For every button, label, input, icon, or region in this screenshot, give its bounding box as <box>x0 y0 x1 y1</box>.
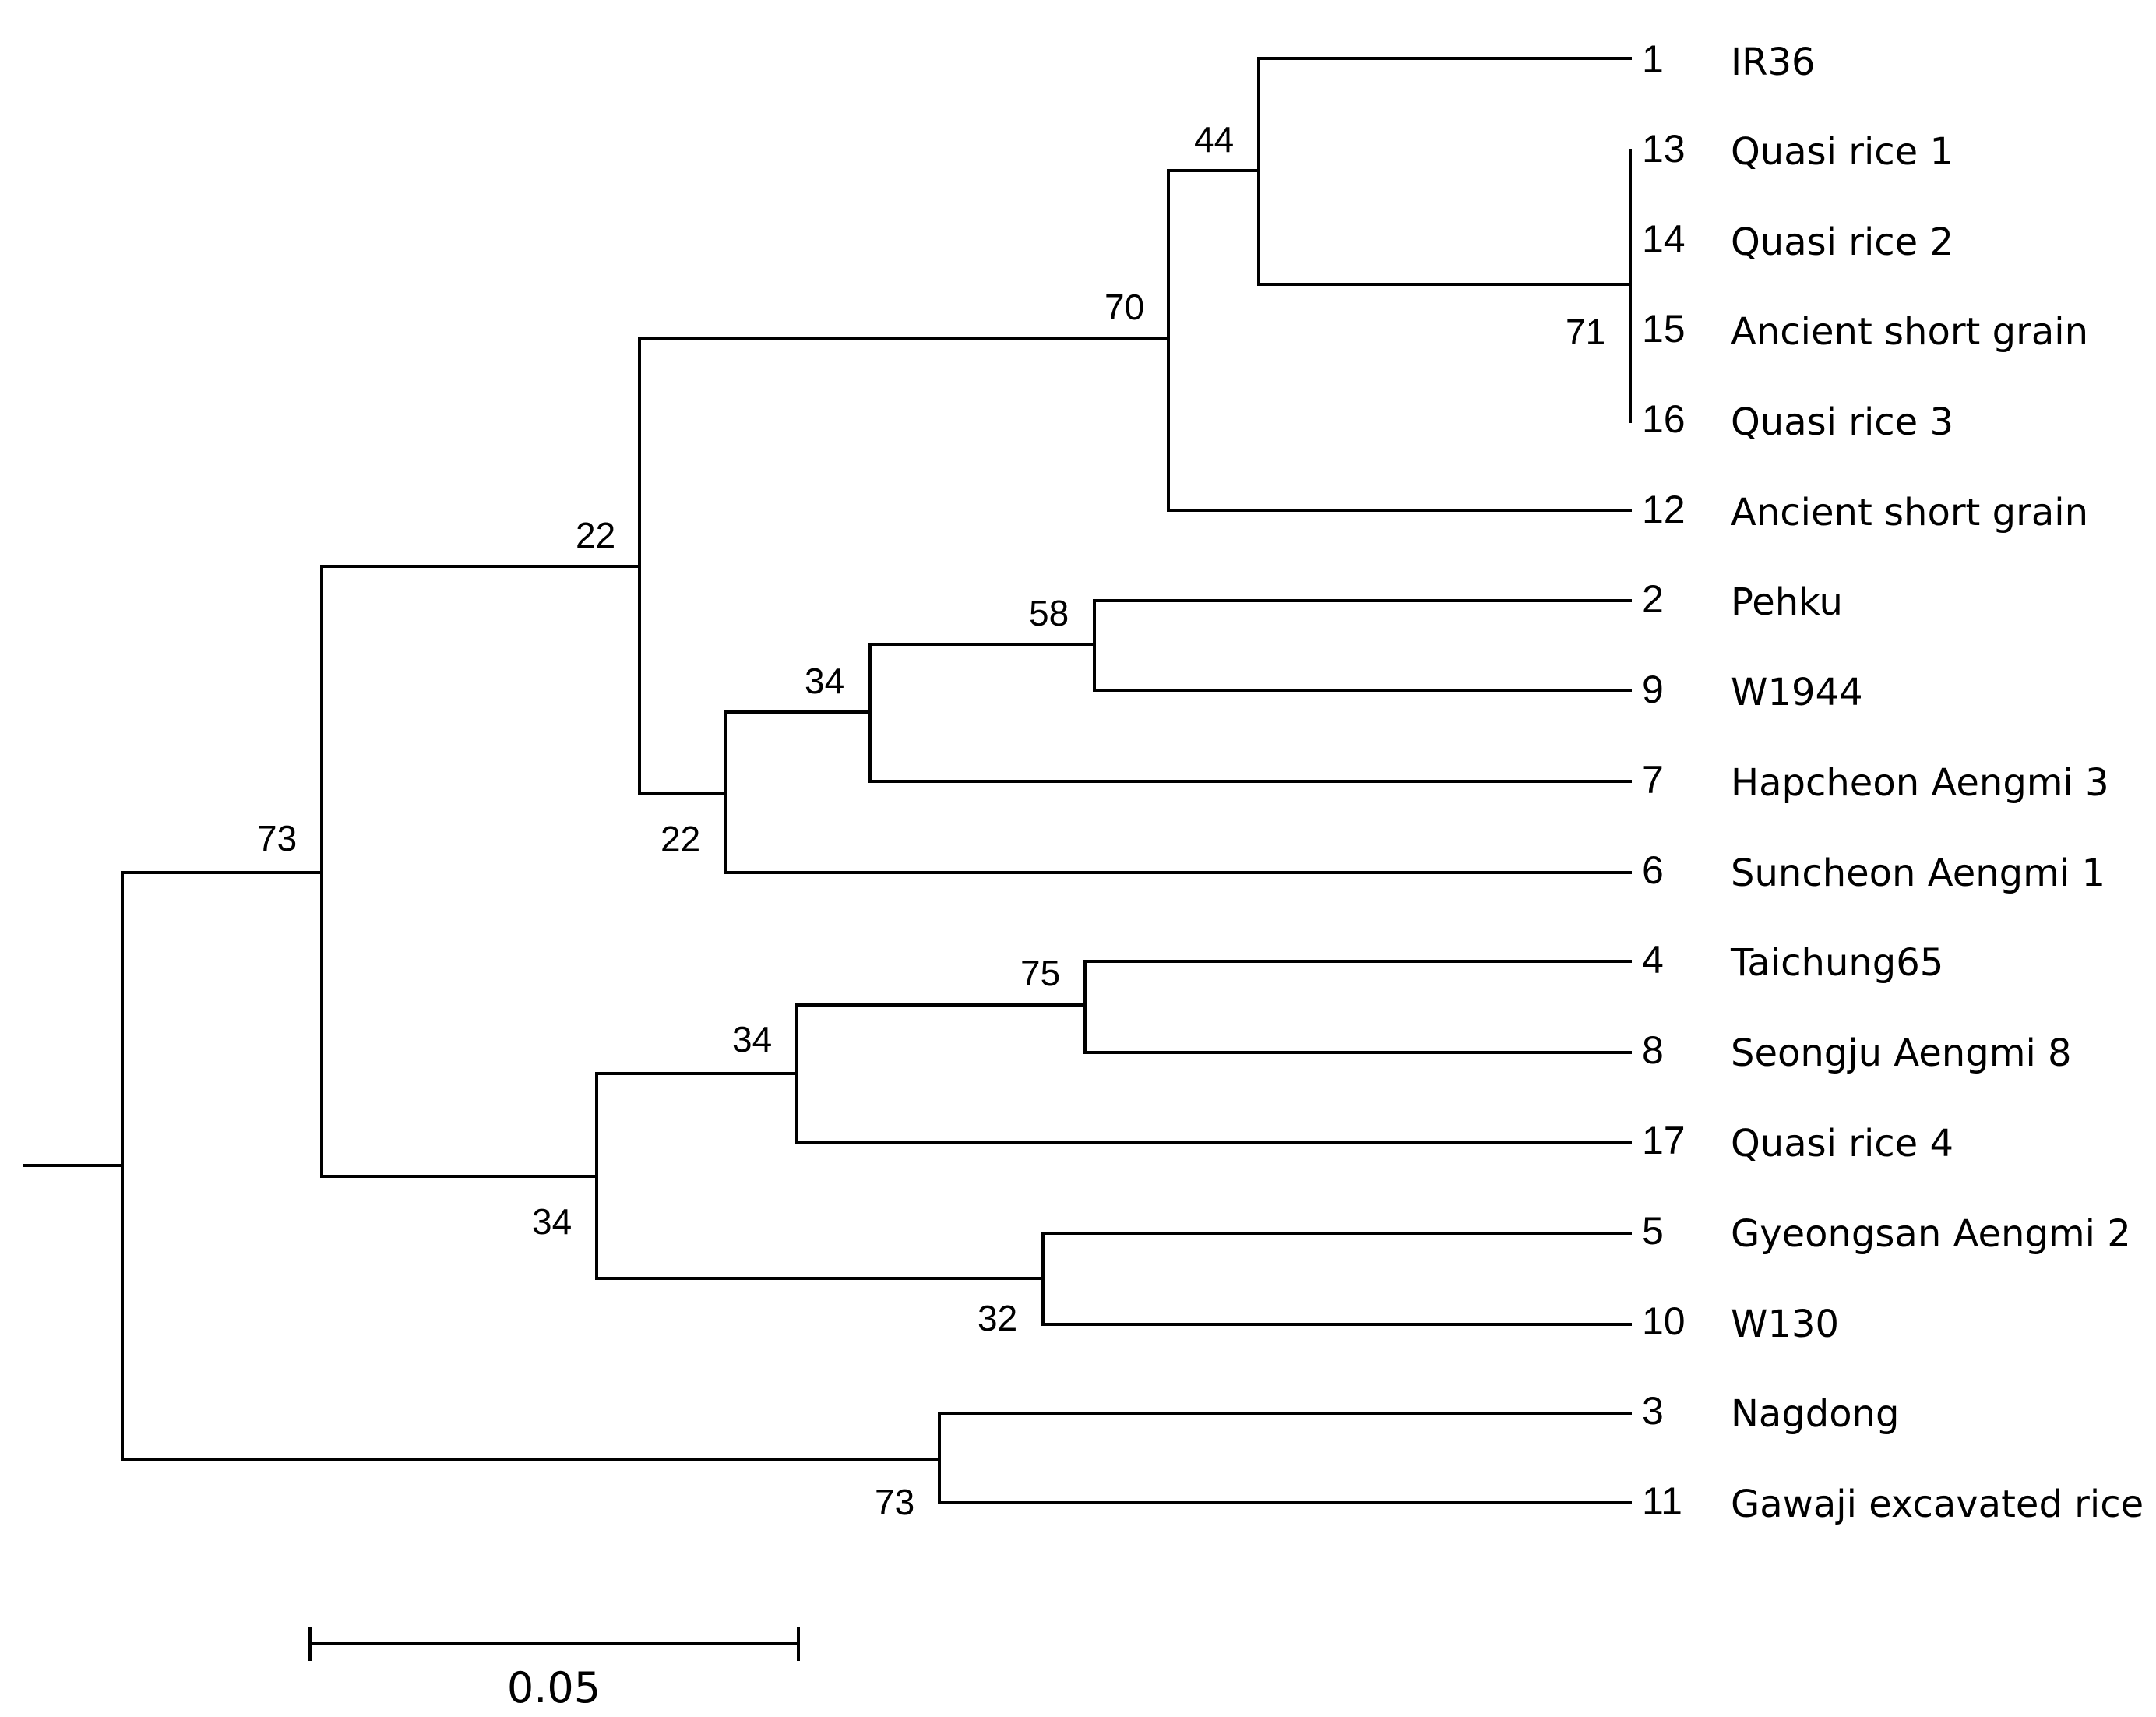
bootstrap-label: 22 <box>576 515 615 555</box>
bootstrap-label: 32 <box>978 1298 1017 1338</box>
bootstrap-label: 34 <box>805 661 844 701</box>
leaf-name: Quasi rice 1 <box>1731 130 1953 174</box>
leaf-number: 1 <box>1642 37 1664 81</box>
leaf-names: IR36 Quasi rice 1 Quasi rice 2 Ancient s… <box>1730 41 2144 1526</box>
bootstrap-label: 34 <box>732 1019 772 1059</box>
leaf-number: 9 <box>1642 668 1664 711</box>
leaf-number: 3 <box>1642 1389 1664 1433</box>
bootstrap-label: 73 <box>875 1482 914 1522</box>
leaf-name: Quasi rice 4 <box>1731 1122 1953 1165</box>
leaf-name: Hapcheon Aengmi 3 <box>1731 761 2109 805</box>
bootstrap-label: 75 <box>1020 953 1060 993</box>
leaf-numbers: 1 13 14 15 16 12 2 9 7 6 4 8 17 5 10 3 1… <box>1642 37 1686 1523</box>
leaf-name: Ancient short grain <box>1731 491 2088 534</box>
leaf-number: 11 <box>1642 1479 1682 1523</box>
scale-bar: 0.05 <box>308 1627 800 1712</box>
leaf-number: 5 <box>1642 1209 1664 1253</box>
leaf-name: Suncheon Aengmi 1 <box>1731 851 2105 895</box>
leaf-number: 4 <box>1642 938 1664 982</box>
leaf-name: Quasi rice 2 <box>1731 220 1953 264</box>
bootstrap-label: 70 <box>1104 287 1144 327</box>
leaf-number: 17 <box>1642 1119 1686 1162</box>
leaf-name: Seongju Aengmi 8 <box>1731 1031 2072 1075</box>
leaf-name: Gawaji excavated rice <box>1731 1483 2144 1526</box>
leaf-name: IR36 <box>1731 41 1816 84</box>
leaf-name: Quasi rice 3 <box>1731 400 1953 444</box>
leaf-number: 6 <box>1642 848 1664 892</box>
bootstrap-label: 58 <box>1029 593 1069 633</box>
leaf-name: Gyeongsan Aengmi 2 <box>1731 1212 2131 1256</box>
bootstrap-values: 44 71 70 22 58 34 22 75 34 34 32 73 73 <box>257 119 1605 1522</box>
bootstrap-label: 73 <box>257 818 297 858</box>
leaf-number: 15 <box>1642 307 1686 351</box>
leaf-number: 10 <box>1642 1299 1686 1343</box>
bootstrap-label: 34 <box>532 1201 572 1242</box>
leaf-name: Pehku <box>1731 580 1843 624</box>
bootstrap-label: 71 <box>1566 312 1605 352</box>
leaf-number: 16 <box>1642 397 1686 441</box>
leaf-name: Nagdong <box>1731 1392 1900 1436</box>
leaf-number: 14 <box>1642 217 1686 261</box>
leaf-name: Ancient short grain <box>1731 310 2088 354</box>
leaf-number: 2 <box>1642 577 1664 621</box>
leaf-number: 8 <box>1642 1028 1664 1072</box>
leaf-number: 7 <box>1642 758 1664 802</box>
bootstrap-label: 44 <box>1194 119 1234 160</box>
leaf-number: 12 <box>1642 488 1686 531</box>
leaf-name: W130 <box>1731 1303 1839 1346</box>
leaf-name: Taichung65 <box>1730 941 1943 985</box>
leaf-number: 13 <box>1642 127 1686 171</box>
scale-bar-label: 0.05 <box>507 1663 601 1712</box>
leaf-name: W1944 <box>1731 671 1863 714</box>
tree-branches <box>23 57 1632 1504</box>
bootstrap-label: 22 <box>661 819 700 859</box>
